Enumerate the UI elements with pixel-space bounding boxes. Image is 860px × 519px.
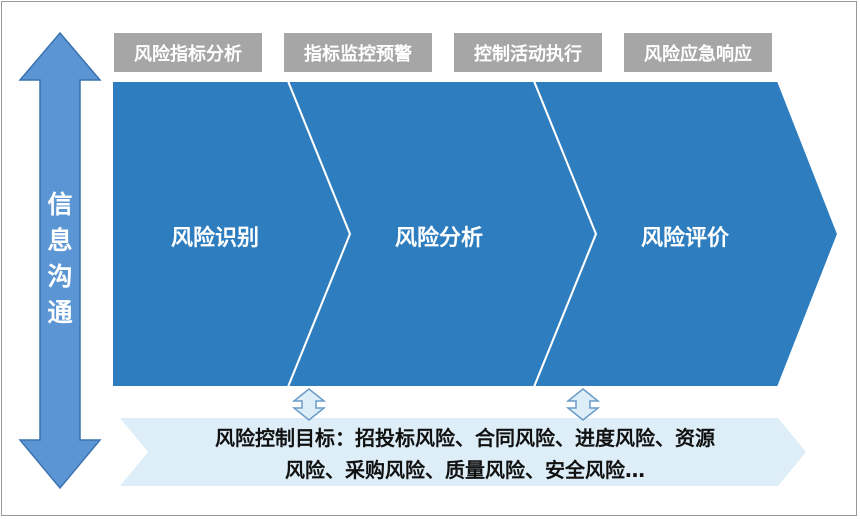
goal-line-2: 风险、采购风险、质量风险、安全风险… [285, 458, 645, 482]
tab-indicator-monitoring-warning: 指标监控预警 [284, 33, 432, 72]
tab-control-activity-execution: 控制活动执行 [454, 33, 602, 72]
side-arrow-label: 信 息 沟 通 [42, 187, 78, 331]
tab-risk-indicator-analysis: 风险指标分析 [114, 33, 262, 72]
stage-label-identification: 风险识别 [170, 226, 259, 251]
side-double-arrow [18, 31, 102, 490]
goal-line-1: 风险控制目标：招投标风险、合同风险、进度风险、资源 [215, 426, 715, 450]
risk-control-goal: 风险控制目标：招投标风险、合同风险、进度风险、资源 风险、采购风险、质量风险、安… [150, 422, 780, 486]
connector-arrow-1 [291, 388, 327, 421]
side-label-char: 沟 [47, 262, 73, 291]
side-label-char: 息 [47, 226, 73, 255]
chevron-stage-3 [532, 80, 840, 388]
tab-risk-emergency-response: 风险应急响应 [624, 33, 772, 72]
stage-label-evaluation: 风险评价 [640, 226, 729, 251]
side-label-char: 通 [47, 298, 73, 327]
connector-arrow-2 [565, 388, 601, 421]
stage-label-analysis: 风险分析 [394, 226, 483, 251]
goal-band [120, 418, 806, 486]
side-label-char: 信 [47, 190, 73, 219]
